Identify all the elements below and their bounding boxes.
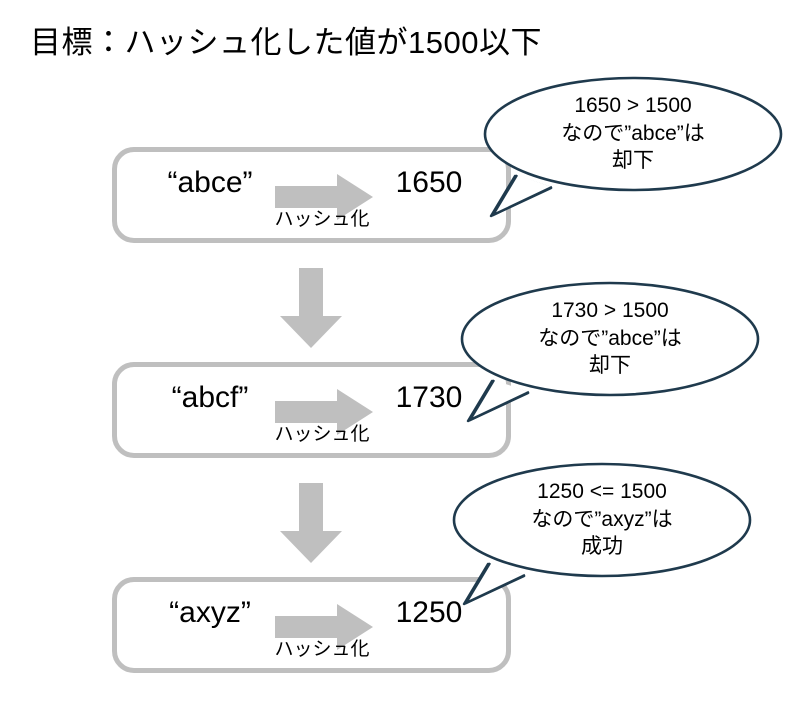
down-block-arrow-icon-1 <box>280 268 342 348</box>
step-value-1: 1650 <box>395 166 463 199</box>
step-box-2: “abcf” ハッシュ化 1730 <box>112 362 511 458</box>
step-value-2: 1730 <box>395 381 463 414</box>
step-input-label-3: “axyz” <box>169 596 251 629</box>
step-input-label-2: “abcf” <box>171 381 249 414</box>
bubble-line-3: 却下 <box>589 354 631 378</box>
speech-bubble-text-2: 1730 > 1500 なので”abce”は 却下 <box>484 297 736 380</box>
bubble-line-1: 1650 > 1500 <box>574 94 692 117</box>
speech-bubble-1: 1650 > 1500 なので”abce”は 却下 <box>483 76 783 221</box>
right-block-arrow-icon <box>275 604 373 650</box>
step-value-3: 1250 <box>395 596 463 629</box>
right-block-arrow-icon <box>275 389 373 435</box>
step-box-1: “abce” ハッシュ化 1650 <box>112 147 511 243</box>
page-title: 目標：ハッシュ化した値が1500以下 <box>30 25 542 60</box>
step-caption-3: ハッシュ化 <box>274 639 370 660</box>
bubble-line-2: なので”axyz”は <box>531 507 673 531</box>
step-box-3: “axyz” ハッシュ化 1250 <box>112 577 511 673</box>
step-input-label-1: “abce” <box>167 166 253 199</box>
bubble-line-1: 1250 <= 1500 <box>537 480 667 503</box>
bubble-line-3: 却下 <box>612 149 654 173</box>
right-block-arrow-icon <box>275 174 373 220</box>
speech-bubble-2: 1730 > 1500 なので”abce”は 却下 <box>460 281 760 426</box>
bubble-line-1: 1730 > 1500 <box>551 299 669 322</box>
speech-bubble-text-3: 1250 <= 1500 なので”axyz”は 成功 <box>476 478 728 561</box>
bubble-line-3: 成功 <box>581 535 623 559</box>
step-caption-2: ハッシュ化 <box>274 424 370 445</box>
speech-bubble-text-1: 1650 > 1500 なので”abce”は 却下 <box>507 92 759 175</box>
bubble-line-2: なので”abce”は <box>538 326 682 350</box>
speech-bubble-3: 1250 <= 1500 なので”axyz”は 成功 <box>452 462 752 607</box>
down-block-arrow-icon-2 <box>280 483 342 563</box>
step-caption-1: ハッシュ化 <box>274 209 370 230</box>
bubble-line-2: なので”abce”は <box>561 121 705 145</box>
